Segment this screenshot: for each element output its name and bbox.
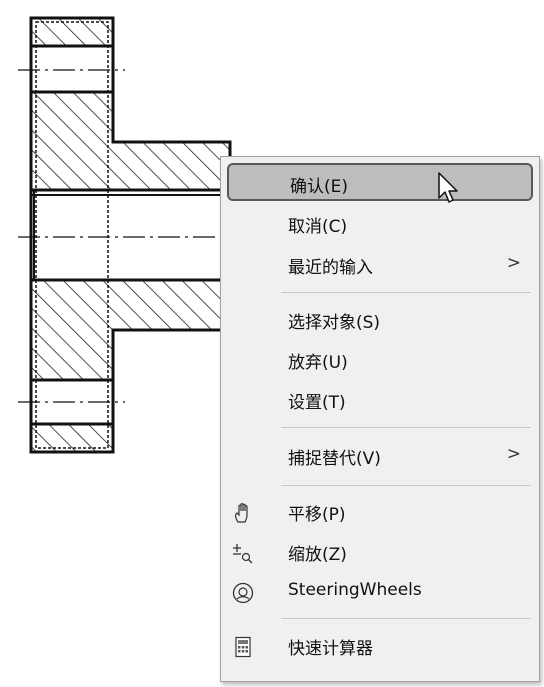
menu-item-label: 捕捉替代(V): [288, 449, 381, 469]
menu-separator: [281, 427, 531, 428]
menu-item-label: 最近的输入: [288, 258, 373, 278]
menu-item-quick-calculator[interactable]: 快速计算器: [227, 627, 533, 665]
menu-item-zoom[interactable]: 缩放(Z): [227, 533, 533, 571]
menu-separator: [281, 292, 531, 293]
menu-item-label: 确认(E): [290, 177, 349, 197]
menu-separator: [281, 485, 531, 486]
calculator-icon: [232, 636, 254, 658]
steering-wheel-icon: [232, 582, 254, 604]
menu-item-snap-override[interactable]: 捕捉替代(V) >: [227, 437, 533, 475]
pan-hand-icon: [232, 502, 254, 524]
mouse-pointer-icon: [438, 172, 458, 203]
menu-item-label: 放弃(U): [288, 353, 348, 373]
menu-item-confirm[interactable]: 确认(E): [227, 163, 533, 201]
menu-item-label: 取消(C): [288, 217, 348, 237]
menu-item-recent-input[interactable]: 最近的输入 >: [227, 246, 533, 284]
menu-item-settings[interactable]: 设置(T): [227, 381, 533, 419]
menu-item-pan[interactable]: 平移(P): [227, 493, 533, 531]
menu-item-undo[interactable]: 放弃(U): [227, 341, 533, 379]
menu-separator: [281, 618, 531, 619]
menu-item-cancel[interactable]: 取消(C): [227, 205, 533, 243]
menu-item-label: 快速计算器: [288, 639, 373, 659]
menu-item-label: 缩放(Z): [288, 545, 347, 565]
menu-item-label: SteeringWheels: [288, 580, 422, 600]
zoom-icon: [232, 542, 254, 564]
menu-item-steeringwheels[interactable]: SteeringWheels: [227, 573, 533, 611]
menu-item-label: 设置(T): [288, 393, 346, 413]
submenu-arrow-icon: >: [506, 444, 521, 464]
context-menu: 确认(E) 取消(C) 最近的输入 > 选择对象(S) 放弃(U) 设置(T) …: [220, 156, 540, 682]
menu-item-label: 平移(P): [288, 505, 346, 525]
menu-item-select-objects[interactable]: 选择对象(S): [227, 301, 533, 339]
submenu-arrow-icon: >: [506, 253, 521, 273]
flange-section-drawing: [18, 16, 233, 454]
menu-item-label: 选择对象(S): [288, 313, 381, 333]
